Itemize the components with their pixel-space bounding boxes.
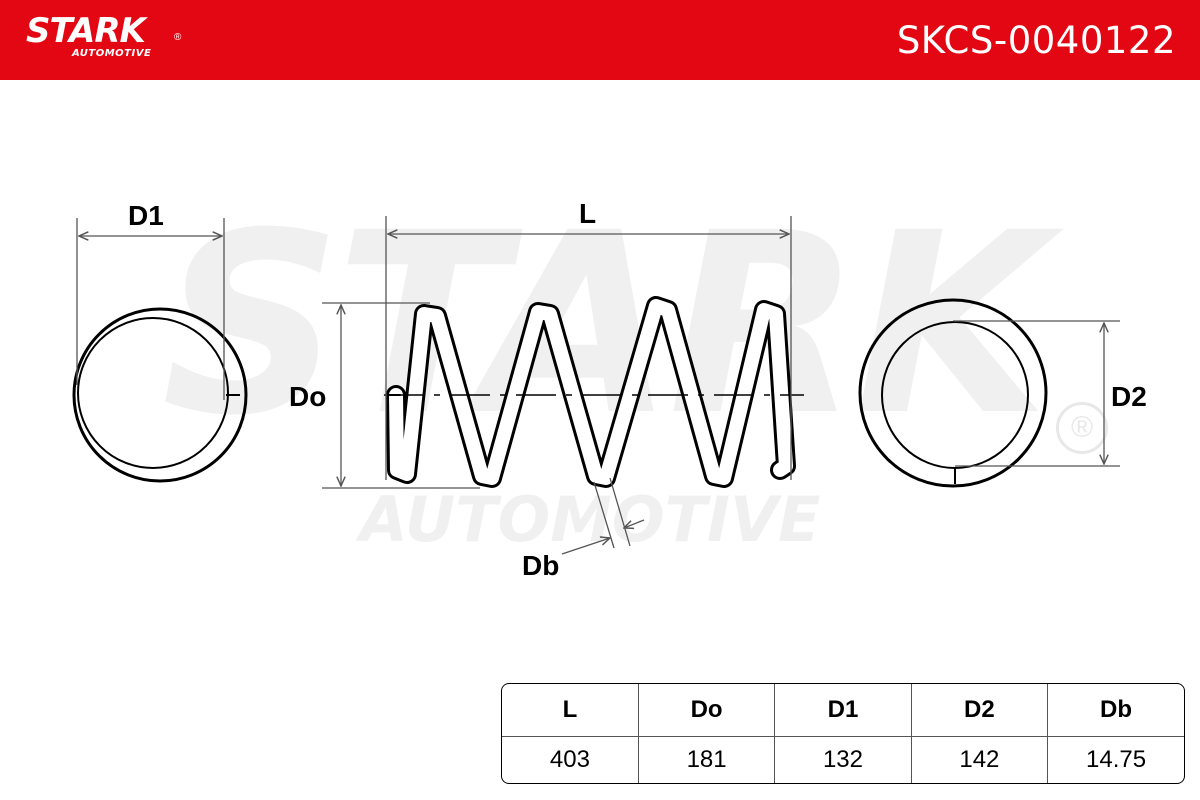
header-db: Db xyxy=(1047,684,1184,737)
header-d1: D1 xyxy=(774,684,912,737)
watermark-automotive: AUTOMOTIVE xyxy=(359,483,821,556)
end-view-top xyxy=(72,307,248,483)
part-number: SKCS-0040122 xyxy=(896,19,1176,62)
db-label: Db xyxy=(522,550,560,581)
spec-table: L Do D1 D2 Db 403 181 132 142 14.75 xyxy=(501,683,1185,784)
registered-mark: ® xyxy=(174,32,182,43)
logo-subtitle: AUTOMOTIVE xyxy=(72,48,152,59)
d1-label: D1 xyxy=(128,200,164,231)
do-label: Do xyxy=(289,381,327,412)
stark-logo: STARK AUTOMOTIVE ® xyxy=(26,11,181,60)
value-db: 14.75 xyxy=(1047,736,1184,783)
header-do: Do xyxy=(637,684,775,737)
l-label: L xyxy=(579,198,597,229)
value-l: 403 xyxy=(549,746,590,773)
value-do: 181 xyxy=(637,736,775,783)
d2-dimension xyxy=(953,320,1120,467)
header-d2: D2 xyxy=(910,684,1048,737)
logo-wordmark: STARK xyxy=(26,11,146,51)
d2-label: D2 xyxy=(1111,381,1147,412)
end-view-bottom xyxy=(858,298,1048,488)
value-d1: 132 xyxy=(774,736,912,783)
header-l: L xyxy=(502,684,639,737)
spring-side-view xyxy=(385,296,796,488)
l-dimension xyxy=(385,216,792,480)
d1-dimension xyxy=(76,218,225,400)
value-d2: 142 xyxy=(910,736,1048,783)
brand-header: STARK AUTOMOTIVE ® SKCS-0040122 xyxy=(0,0,1200,80)
db-dimension xyxy=(561,477,645,555)
spec-table-value-row: 403 181 132 142 14.75 xyxy=(502,736,1184,783)
do-dimension xyxy=(322,302,480,489)
spec-table-header-row: L Do D1 D2 Db xyxy=(502,684,1184,737)
